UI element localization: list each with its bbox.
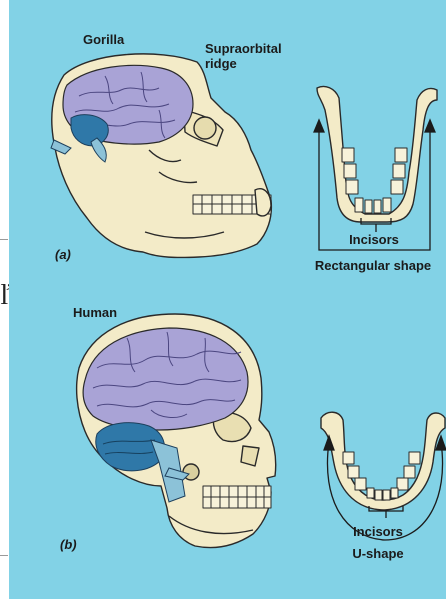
panel-b-letter: (b) (60, 537, 77, 552)
human-mandible (321, 412, 445, 510)
rectangular-shape-label: Rectangular shape (293, 258, 446, 273)
panel-a-letter: (a) (55, 247, 71, 262)
human-incisors-label: Incisors (333, 524, 423, 539)
u-shape-label: U-shape (333, 546, 423, 561)
comparative-anatomy-figure: Gorilla Supraorbital ridge (a) Incisors … (9, 0, 446, 599)
figure-illustration (9, 0, 446, 599)
margin-divider-bottom (0, 555, 8, 556)
gorilla-mandible (317, 86, 437, 222)
gorilla-incisors-label: Incisors (329, 232, 419, 247)
supraorbital-ridge-label: Supraorbital ridge (205, 41, 282, 71)
gorilla-label: Gorilla (83, 32, 124, 47)
margin-divider-top (0, 239, 8, 240)
human-label: Human (73, 305, 117, 320)
